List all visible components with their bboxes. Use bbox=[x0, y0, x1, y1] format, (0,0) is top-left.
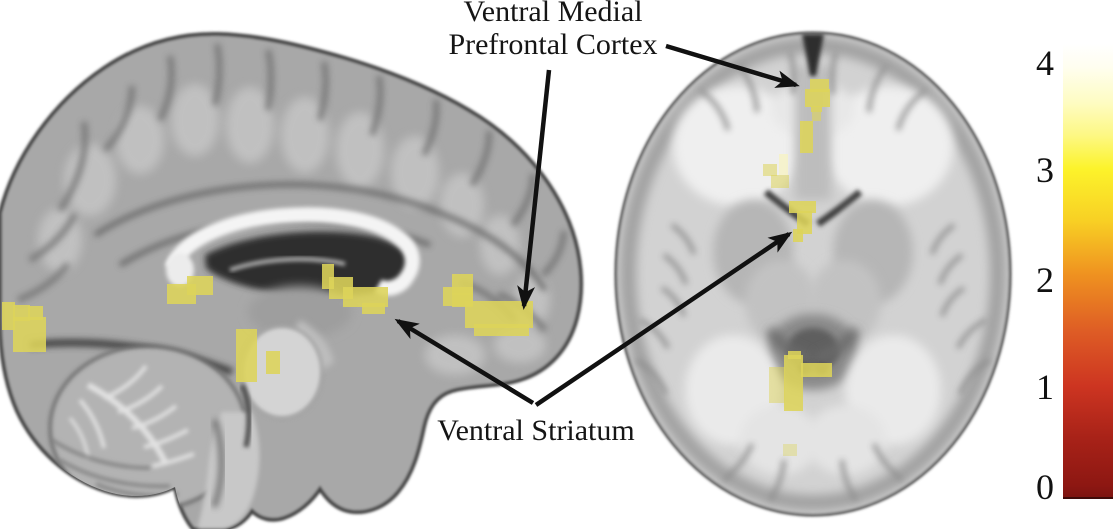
striatum-sagittal-arrow-icon bbox=[394, 318, 535, 405]
ventral-striatum-label: Ventral Striatum bbox=[437, 414, 635, 447]
colorbar-tick-2: 2 bbox=[1036, 260, 1054, 300]
vmpfc-label-line2: Prefrontal Cortex bbox=[448, 28, 658, 61]
colorbar-tick-3: 3 bbox=[1036, 150, 1054, 190]
vmpfc-sagittal-arrow-icon bbox=[517, 69, 552, 310]
sagittal-brain-slice bbox=[0, 31, 584, 529]
activation-clusters-sagittal bbox=[2, 264, 533, 382]
colorbar-gradient bbox=[1063, 44, 1113, 499]
striatum-axial-arrow-icon bbox=[534, 231, 793, 407]
vmpfc-label-line1: Ventral Medial bbox=[463, 0, 643, 28]
colorbar-tick-1: 1 bbox=[1036, 367, 1054, 407]
vmpfc-label: Ventral Medial Prefrontal Cortex bbox=[393, 0, 713, 61]
colorbar-tick-0: 0 bbox=[1036, 467, 1054, 507]
vmpfc-axial-arrow-icon bbox=[665, 43, 800, 88]
activation-clusters-axial bbox=[763, 79, 832, 456]
annotation-arrows bbox=[394, 43, 800, 407]
colorbar-tick-4: 4 bbox=[1036, 43, 1054, 83]
